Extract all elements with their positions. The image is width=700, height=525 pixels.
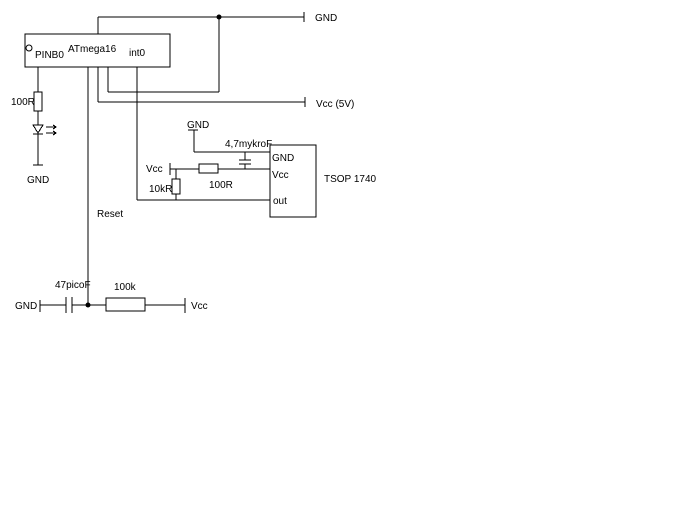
gnd-led-label: GND — [27, 175, 49, 186]
mcu-chip — [24, 33, 171, 68]
sensor-pin-gnd-label: GND — [272, 153, 294, 164]
vcc-reset-label: Vcc — [191, 301, 208, 312]
gnd-top-label: GND — [315, 13, 337, 24]
vcc-sensor-label: Vcc — [146, 164, 163, 175]
gnd-top-rail — [97, 12, 305, 93]
led-light-arrows — [46, 124, 57, 136]
gnd-cap-label: GND — [187, 120, 209, 131]
pin1-marker — [25, 44, 33, 52]
led-branch — [32, 67, 57, 166]
reset-resistor-value: 100k — [114, 282, 137, 293]
int0-signal-wire — [136, 67, 270, 201]
reset-net-label: Reset — [97, 209, 123, 220]
mcu-name-label: ATmega16 — [68, 44, 117, 55]
sensor-pin-out-label: out — [273, 196, 287, 207]
vcc-main-label: Vcc (5V) — [316, 99, 354, 110]
led-resistor — [33, 91, 43, 112]
sensor-pin-vcc-label: Vcc — [272, 170, 289, 181]
series-resistor — [198, 163, 219, 174]
vcc-main-rail — [97, 67, 306, 107]
mcu-pin-pinb0-label: PINB0 — [35, 50, 64, 61]
ir-sensor-module — [269, 144, 317, 218]
sensor-vcc-wiring — [169, 163, 270, 200]
pullup-resistor — [171, 178, 181, 195]
series-resistor-value: 100R — [209, 180, 233, 191]
reset-cap-value: 47picoF — [55, 280, 91, 291]
sensor-name-label: TSOP 1740 — [324, 174, 377, 185]
pullup-resistor-value: 10kR — [149, 184, 172, 195]
led-resistor-value: 100R — [11, 97, 35, 108]
mcu-pin-int0-label: int0 — [129, 48, 146, 59]
reset-resistor — [105, 297, 146, 312]
reset-rc-network — [39, 297, 186, 313]
junction-dot — [85, 302, 91, 308]
sensor-gnd-wiring — [188, 129, 270, 169]
decoupling-cap-value: 4,7mykroF — [225, 139, 272, 150]
junction-dot — [216, 14, 222, 20]
led-diode-symbol — [32, 124, 44, 135]
gnd-reset-label: GND — [15, 301, 37, 312]
